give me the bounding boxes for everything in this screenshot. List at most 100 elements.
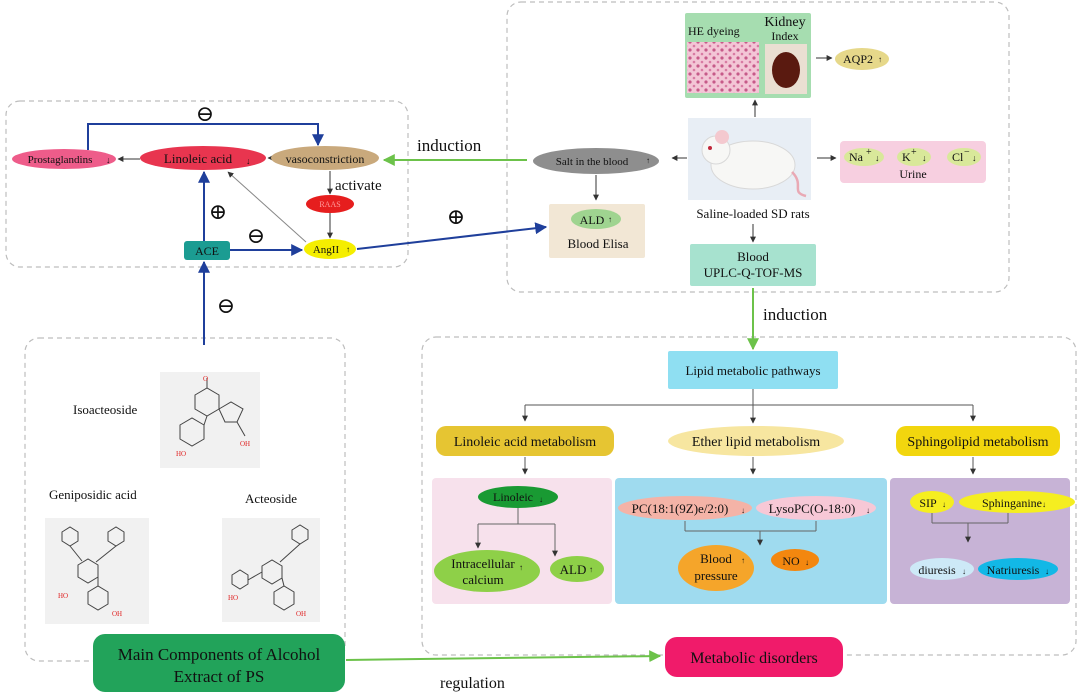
blood-elisa-label: Blood Elisa xyxy=(567,236,628,251)
natriuresis-down-arrow: ↓ xyxy=(1045,567,1049,576)
regulation-label: regulation xyxy=(440,675,505,692)
bp-label-2: pressure xyxy=(694,568,738,583)
na-label: Na xyxy=(849,150,864,164)
ether-branch-connector xyxy=(684,521,817,546)
isoacteoside-structure-bg xyxy=(160,372,260,468)
minus-symbol-top: ⊖ xyxy=(196,101,214,126)
ether-metab-label: Ether lipid metabolism xyxy=(692,435,820,450)
k-node xyxy=(897,148,931,166)
sphinganine-node xyxy=(959,491,1075,513)
ether-metab-node xyxy=(668,426,844,456)
angII-to-elisa-arrow xyxy=(356,222,548,250)
vasoconstriction-node xyxy=(271,146,379,170)
isoacteoside-o1: O xyxy=(203,375,208,383)
linoleic-node xyxy=(478,486,558,508)
sphinganine-down-arrow: ↓ xyxy=(1042,500,1046,509)
no-node xyxy=(771,549,819,571)
linoleic-acid-node xyxy=(140,146,266,170)
k-down-arrow: ↓ xyxy=(922,153,927,163)
geniposidic-structure xyxy=(61,526,125,611)
plus-symbol-ace: ⊕ xyxy=(209,199,227,224)
blood-pressure-node xyxy=(678,545,754,591)
geniposidic-o2: OH xyxy=(112,610,122,618)
main-components-box[interactable] xyxy=(93,634,345,692)
linoleic-down-arrow: ↓ xyxy=(539,495,543,504)
sphingo-metab-box xyxy=(896,426,1060,456)
minus-symbol-components: ⊖ xyxy=(217,293,235,318)
linoleic-metab-label: Linoleic acid metabolism xyxy=(454,435,596,450)
acteoside-o1: HO xyxy=(228,594,238,602)
he-stain-image xyxy=(687,42,759,93)
rat-ear xyxy=(715,130,729,144)
sphingo-branch-connector xyxy=(931,513,1009,543)
he-dyeing-label: HE dyeing xyxy=(688,24,740,38)
na-charge: + xyxy=(866,147,872,158)
vasoconstriction-label: vasoconstriction xyxy=(286,152,365,166)
cl-label: Cl xyxy=(952,150,964,164)
ald-label-top: ALD xyxy=(580,213,605,227)
intracellular-calcium-node xyxy=(434,550,540,592)
intracellular-label: Intracellular xyxy=(451,556,515,571)
sphinganine-label: Sphinganine xyxy=(982,496,1042,510)
angII-to-linoleic-arrow xyxy=(227,171,307,243)
raas-node xyxy=(306,195,354,213)
urine-label: Urine xyxy=(899,167,926,181)
bp-label-1: Blood xyxy=(700,551,732,566)
lipid-branch-connector xyxy=(522,389,976,424)
calcium-label: calcium xyxy=(462,572,503,587)
linoleic-label: Linoleic xyxy=(493,490,533,504)
uplc-label: UPLC-Q-TOF-MS xyxy=(704,265,803,280)
k-label: K xyxy=(902,150,911,164)
diuresis-down-arrow: ↓ xyxy=(962,567,966,576)
ald-label-lipid: ALD xyxy=(560,562,587,577)
activate-label: activate xyxy=(335,178,382,194)
ether-panel xyxy=(615,478,887,604)
blood-label: Blood xyxy=(737,249,769,264)
isoacteoside-structure xyxy=(179,378,246,447)
prostaglandins-down-arrow: ↓ xyxy=(106,155,111,165)
acteoside-structure-bg xyxy=(222,518,320,622)
plus-symbol-angII: ⊕ xyxy=(447,204,465,229)
diuresis-node xyxy=(910,558,974,580)
geniposidic-o1: HO xyxy=(58,592,68,600)
pc-node xyxy=(618,496,752,520)
main-components-line2: Extract of PS xyxy=(174,667,265,686)
salt-label: Salt in the blood xyxy=(556,156,629,168)
aqp2-label: AQP2 xyxy=(843,52,873,66)
induction-label-top: induction xyxy=(417,136,482,155)
lipid-pathways-box xyxy=(668,351,838,389)
rat-body xyxy=(710,140,796,190)
bp-up-arrow: ↑ xyxy=(741,556,745,565)
no-label: NO xyxy=(782,554,800,568)
cl-down-arrow: ↓ xyxy=(972,153,977,163)
angII-label: AngII xyxy=(313,244,340,256)
sip-label: SIP xyxy=(919,496,937,510)
salt-node xyxy=(533,148,659,174)
isoacteoside-o3: OH xyxy=(240,440,250,448)
cl-node xyxy=(947,148,981,166)
acteoside-structure xyxy=(231,524,309,611)
regulation-arrow xyxy=(345,650,662,663)
ace-label: ACE xyxy=(195,244,219,258)
kidney-image xyxy=(772,52,800,88)
natriuresis-node xyxy=(978,558,1058,580)
sphingo-metab-label: Sphingolipid metabolism xyxy=(907,435,1048,450)
prostaglandins-label: Prostaglandins xyxy=(28,154,93,166)
rat-tail xyxy=(791,171,807,198)
main-components-line1: Main Components of Alcohol xyxy=(118,645,321,664)
sip-node xyxy=(910,491,954,513)
ald-up-arrow-lipid: ↑ xyxy=(589,565,593,574)
isoacteoside-o2: HO xyxy=(176,450,186,458)
metabolic-disorders-label: Metabolic disorders xyxy=(690,650,818,667)
inhibition-loop-arrow xyxy=(87,123,324,150)
linoleic-metab-box xyxy=(436,426,614,456)
cl-charge: − xyxy=(964,147,970,158)
metabolic-disorders-box[interactable] xyxy=(665,637,843,677)
raas-label: RAAS xyxy=(319,200,340,209)
intracellular-up-arrow: ↑ xyxy=(519,563,523,572)
ald-up-arrow-top: ↑ xyxy=(608,215,612,224)
natriuresis-label: Natriuresis xyxy=(987,563,1040,577)
na-node xyxy=(844,148,884,166)
isoacteoside-label: Isoacteoside xyxy=(73,402,137,417)
index-label: Index xyxy=(771,29,798,43)
